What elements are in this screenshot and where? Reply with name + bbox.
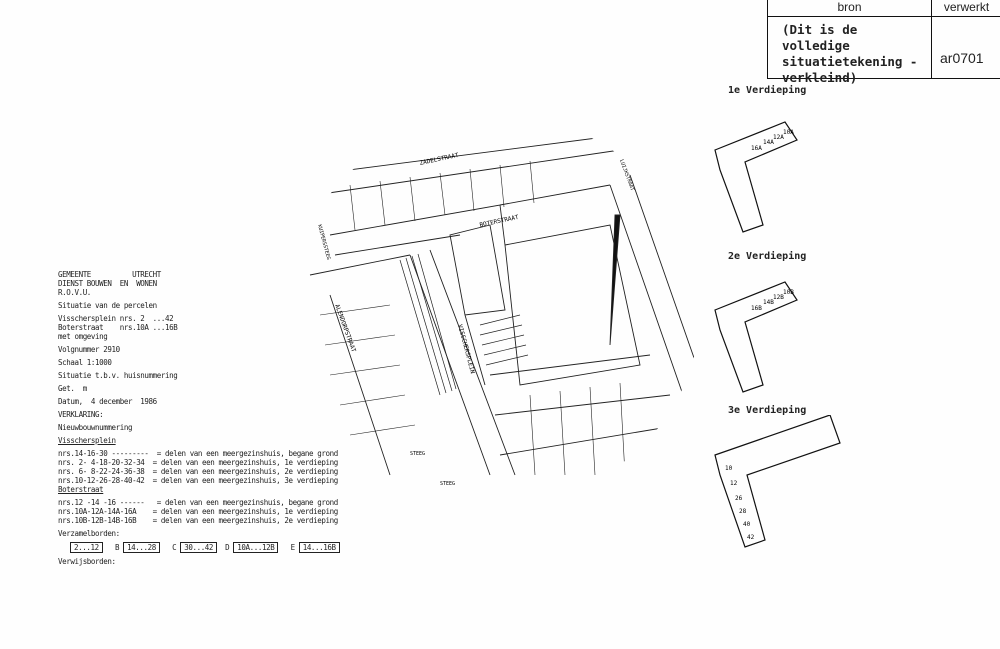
board: 30...42	[180, 542, 218, 553]
address-line: met omgeving	[58, 332, 108, 341]
board: 14...16B	[298, 542, 340, 553]
verzamelborden-label: Verzamelborden:	[58, 529, 120, 538]
svg-text:40: 40	[743, 521, 751, 528]
svg-text:10B: 10B	[783, 289, 794, 296]
source-note: (Dit is de volledige situatietekening - …	[782, 22, 918, 85]
legend-row: nrs.10A-12A-14A-16A = delen van een meer…	[58, 507, 338, 516]
archive-code: ar0701	[940, 50, 984, 66]
svg-text:14B: 14B	[763, 299, 774, 306]
col-processed: verwerkt	[931, 0, 1000, 16]
street-label: KUIPERSSTEEG	[316, 224, 331, 260]
purpose: Situatie t.b.v. huisnummering	[58, 371, 178, 380]
street-label: VISSCHERSPLEIN	[456, 324, 476, 375]
floor-3-title: 3e Verdieping	[728, 405, 807, 416]
verklaring-heading: VERKLARING:	[58, 410, 104, 419]
floor-2-plan: 16B 14B 12B 10B	[714, 281, 798, 393]
legend-title: Situatie van de percelen	[58, 301, 157, 310]
address-line: Visschersplein nrs. 2 ...42	[58, 314, 174, 323]
svg-text:16A: 16A	[751, 145, 762, 152]
board: 10A...12B	[233, 542, 279, 553]
volgnummer: Volgnummer 2910	[58, 345, 120, 354]
column-divider	[931, 16, 932, 78]
svg-text:12B: 12B	[773, 294, 784, 301]
archive-header-table: bron verwerkt (Dit is de volledige situa…	[767, 0, 1000, 85]
scale: Schaal 1:1000	[58, 358, 112, 367]
org-line: DIENST BOUWEN EN WONEN	[58, 279, 157, 288]
street-label: BOTERSTRAAT	[479, 214, 520, 229]
org-line: GEMEENTE UTRECHT	[58, 270, 161, 279]
org-line: R.O.V.U.	[58, 288, 91, 297]
svg-text:28: 28	[739, 508, 747, 515]
floor-2-title: 2e Verdieping	[728, 251, 807, 262]
site-map: ZADELSTRAAT BOTERSTRAAT VISSCHERSPLEIN A…	[309, 134, 700, 487]
svg-text:26: 26	[735, 495, 743, 502]
legend-row: nrs.12 -14 -16 ------ = delen van een me…	[58, 498, 338, 507]
street-label: STEEG	[440, 481, 455, 487]
floor-1-title: 1e Verdieping	[728, 85, 807, 96]
svg-text:12: 12	[730, 480, 738, 487]
verwijsborden-label: Verwijsborden:	[58, 557, 116, 566]
street-label: STEEG	[410, 451, 425, 457]
board: 2...12	[70, 542, 103, 553]
date: Datum, 4 december 1986	[58, 397, 157, 406]
board: 14...28	[123, 542, 160, 553]
svg-text:16B: 16B	[751, 305, 762, 312]
header-row: bron verwerkt	[768, 0, 1000, 17]
legend-row: nrs. 2- 4-18-20-32-34 = delen van een me…	[58, 458, 338, 467]
floor-3-plan: 10 12 26 28 40 42	[714, 415, 841, 548]
svg-text:14A: 14A	[763, 139, 774, 146]
legend-row: nrs.10B-12B-14B-16B = delen van een meer…	[58, 516, 338, 525]
svg-text:10A: 10A	[783, 129, 794, 136]
street-label: LUIJKSTRAAT	[618, 159, 635, 192]
legend-row: nrs. 6- 8-22-24-36-38 = delen van een me…	[58, 467, 338, 476]
svg-text:42: 42	[747, 534, 755, 541]
svg-text:10: 10	[725, 465, 733, 472]
legend-row: nrs.10-12-26-28-40-42 = delen van een me…	[58, 476, 338, 485]
col-source: bron	[837, 0, 862, 14]
nieuwbouw-label: Nieuwbouwnummering	[58, 423, 133, 432]
legend-row: nrs.14-16-30 --------- = delen van een m…	[58, 449, 338, 458]
address-line: Boterstraat nrs.10A ...16B	[58, 323, 178, 332]
street-heading: Visschersplein	[58, 436, 116, 445]
street-heading: Boterstraat	[58, 485, 104, 494]
floor-1-plan: 16A 14A 12A 10A	[714, 121, 798, 233]
svg-text:12A: 12A	[773, 134, 784, 141]
street-label: ZADELSTRAAT	[419, 152, 460, 167]
drawn-by: Get. m	[58, 384, 87, 393]
